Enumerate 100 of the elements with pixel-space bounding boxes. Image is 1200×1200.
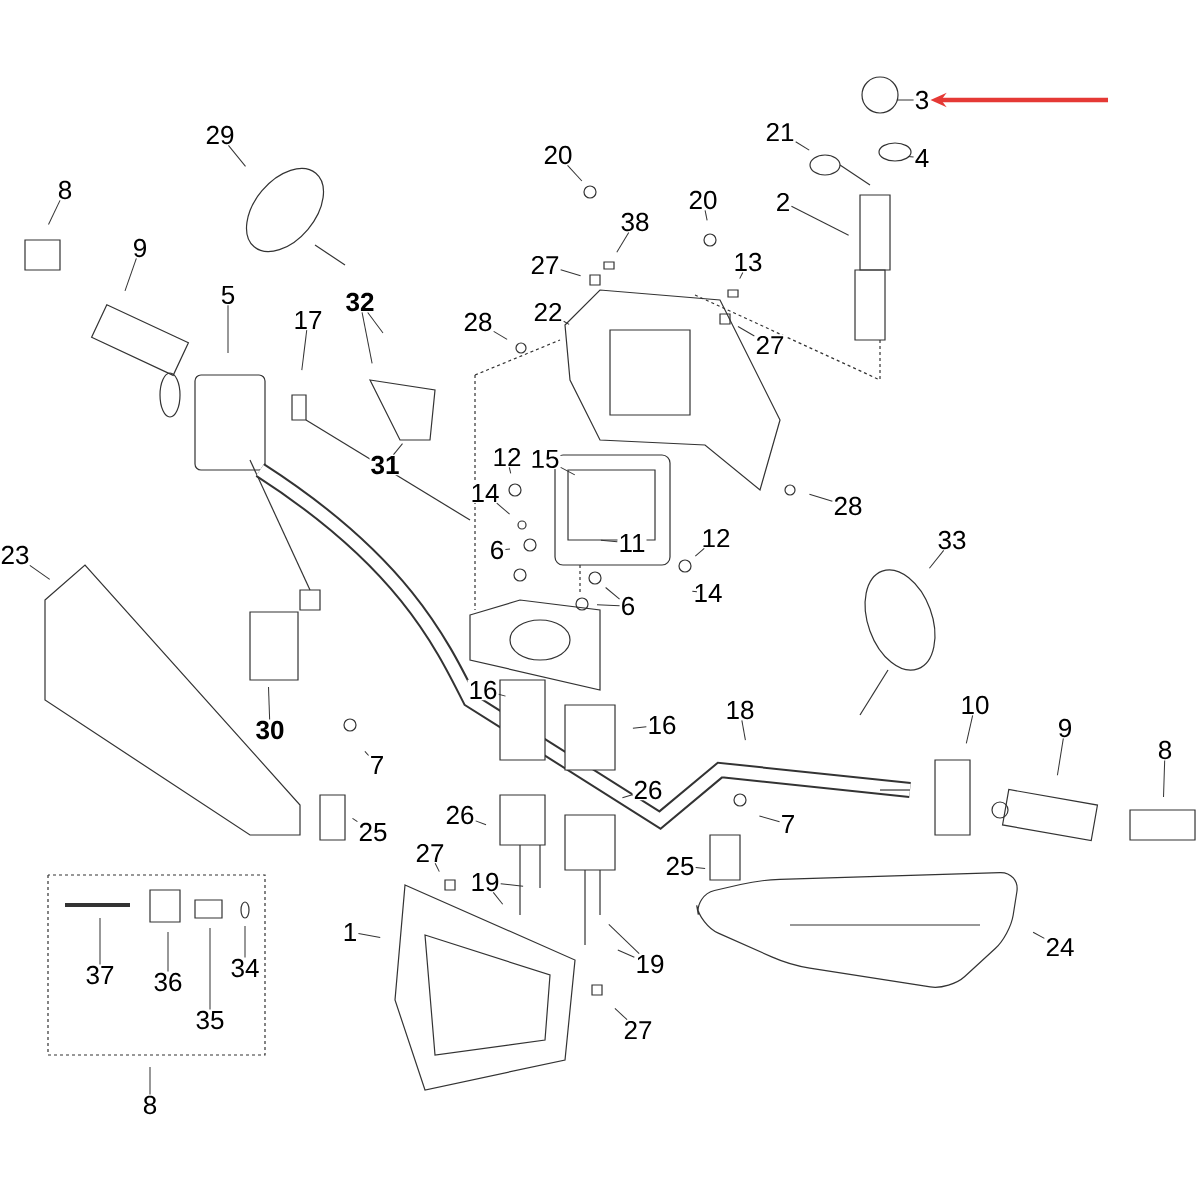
leader-line — [965, 714, 974, 744]
callout-number: 1 — [341, 922, 359, 942]
leader-line — [361, 311, 373, 364]
callout-number: 14 — [692, 583, 724, 603]
callout-number: 31 — [369, 454, 401, 476]
leader-line — [475, 820, 487, 826]
callout-number: 27 — [529, 254, 561, 276]
callout-number: 30 — [254, 719, 286, 741]
callout-number: 28 — [462, 311, 494, 333]
leader-line — [149, 1066, 151, 1096]
leader-line — [695, 867, 706, 869]
leader-line — [357, 933, 381, 938]
callout-number: 11 — [617, 533, 647, 553]
callout-number: 12 — [700, 527, 732, 549]
callout-number: 25 — [664, 855, 696, 877]
callout-number: 24 — [1044, 936, 1076, 958]
leader-line — [493, 330, 508, 340]
leader-line — [632, 726, 647, 729]
leader-line — [737, 326, 755, 337]
leader-line — [29, 564, 51, 580]
callout-number: 25 — [357, 821, 389, 843]
callout-number: 8 — [1156, 739, 1174, 761]
callout-number: 6 — [488, 539, 506, 561]
callout-number: 38 — [619, 211, 651, 233]
leader-line — [99, 917, 101, 966]
callout-number: 4 — [913, 148, 931, 168]
leader-line — [560, 269, 582, 277]
leader-line — [928, 549, 945, 569]
leader-line — [434, 862, 440, 873]
leader-line — [1163, 759, 1166, 798]
callout-number: 28 — [832, 495, 864, 517]
callout-number: 19 — [469, 871, 501, 893]
leader-line — [608, 923, 640, 955]
callout-number: 9 — [131, 237, 149, 259]
callout-number: 27 — [414, 842, 446, 864]
leader-line — [758, 815, 781, 823]
callout-number: 26 — [444, 804, 476, 826]
callout-number: 32 — [344, 291, 376, 313]
leader-line — [504, 548, 511, 550]
callout-number: 2 — [774, 191, 792, 213]
callout-number: 5 — [219, 284, 237, 306]
callout-number: 6 — [619, 595, 637, 617]
callout-number: 26 — [632, 779, 664, 801]
leader-line — [1032, 931, 1045, 939]
leader-line — [167, 931, 169, 973]
leader-line — [795, 141, 810, 151]
leader-line — [367, 311, 384, 334]
leader-line — [617, 949, 635, 958]
callout-number: 36 — [152, 971, 184, 993]
callout-number: 14 — [469, 483, 501, 503]
leader-line — [896, 99, 915, 101]
leader-line — [244, 925, 246, 959]
leader-line — [614, 1007, 628, 1021]
leader-line — [301, 329, 308, 371]
leader-line — [500, 883, 524, 887]
callout-number: 27 — [622, 1019, 654, 1041]
leader-line — [790, 205, 850, 236]
leader-line — [209, 927, 211, 1011]
leader-line — [691, 590, 698, 593]
callout-number: 34 — [229, 957, 261, 979]
callout-number: 16 — [467, 679, 499, 701]
leader-line — [124, 257, 137, 292]
callout-number: 9 — [1056, 717, 1074, 739]
callout-number: 7 — [368, 755, 386, 775]
leader-line — [560, 466, 576, 476]
callout-number: 8 — [56, 179, 74, 201]
leader-line — [563, 320, 570, 325]
leader-line — [694, 547, 705, 557]
callout-number: 10 — [959, 694, 991, 716]
leader-line — [393, 443, 403, 456]
leader-line — [268, 686, 271, 721]
callout-number: 19 — [634, 953, 666, 975]
callout-number: 16 — [646, 714, 678, 736]
leader-line — [596, 604, 621, 607]
callout-number: 20 — [542, 144, 574, 166]
leader-line — [907, 156, 915, 158]
leader-line — [600, 539, 618, 543]
leader-line — [352, 817, 358, 823]
leader-line — [508, 466, 512, 474]
leader-line — [496, 502, 511, 515]
leader-line — [808, 493, 833, 502]
callout-number: 17 — [292, 310, 324, 330]
callout-number: 20 — [687, 189, 719, 211]
callout-number: 21 — [764, 121, 796, 143]
callout-number: 27 — [754, 334, 786, 356]
leader-line — [492, 891, 504, 905]
callout-number: 13 — [732, 251, 764, 273]
callout-number: 15 — [529, 448, 561, 470]
callout-number: 3 — [913, 89, 931, 111]
callout-number: 22 — [532, 301, 564, 323]
callout-number: 37 — [84, 964, 116, 986]
callout-number: 12 — [491, 446, 523, 468]
callout-number: 33 — [936, 529, 968, 551]
callout-number: 7 — [779, 814, 797, 834]
leader-line — [616, 231, 630, 253]
leader-line — [621, 794, 633, 799]
leader-line — [704, 209, 708, 221]
leader-line — [364, 750, 370, 756]
callout-number: 23 — [0, 544, 31, 566]
leader-line — [739, 271, 744, 280]
